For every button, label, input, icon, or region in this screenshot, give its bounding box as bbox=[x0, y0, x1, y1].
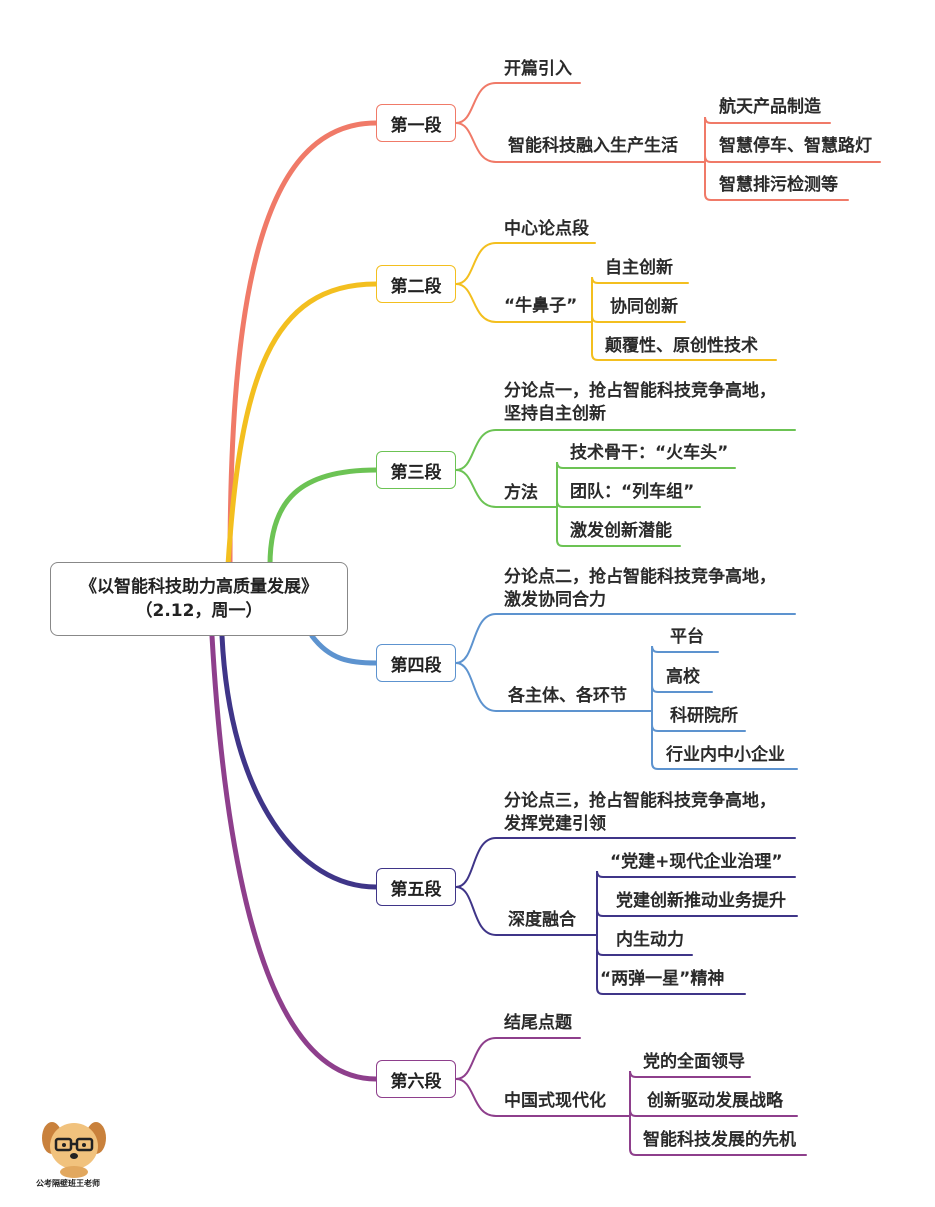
seg3-leaf-1 bbox=[556, 461, 736, 508]
segment-4-item-1b[interactable]: 激发协同合力 bbox=[504, 590, 606, 610]
seg2-branch-1 bbox=[455, 242, 596, 285]
segment-5-leaf-2[interactable]: 党建创新推动业务提升 bbox=[616, 891, 786, 911]
seg6-leaf-1 bbox=[629, 1070, 751, 1117]
seg1-branch-1 bbox=[455, 82, 581, 124]
seg3-leaf-2 bbox=[556, 500, 701, 508]
seg1-branch-2 bbox=[455, 122, 706, 163]
root-title: 《以智能科技助力高质量发展》 bbox=[80, 577, 318, 597]
seg4-leaf-4 bbox=[651, 710, 798, 770]
segment-2-node[interactable]: 第二段 bbox=[376, 265, 456, 303]
root-to-segment-2 bbox=[225, 281, 379, 568]
seg6-leaf-3 bbox=[629, 1115, 807, 1156]
segment-2-leaf-2[interactable]: 协同创新 bbox=[610, 297, 678, 317]
seg4-branch-1 bbox=[455, 613, 796, 664]
segment-4-leaf-2[interactable]: 高校 bbox=[666, 667, 700, 687]
segment-3-leaf-2[interactable]: 团队：“列车组” bbox=[570, 482, 695, 502]
seg2-branch-2 bbox=[455, 283, 593, 323]
seg3-branch-1 bbox=[455, 429, 796, 471]
segment-4-node[interactable]: 第四段 bbox=[376, 644, 456, 682]
segment-4-leaf-1[interactable]: 平台 bbox=[670, 627, 704, 647]
segment-4-item-1[interactable]: 分论点二，抢占智能科技竞争高地， bbox=[504, 567, 776, 587]
seg6-leaf-2 bbox=[629, 1109, 798, 1117]
segment-5-leaf-1[interactable]: “党建+现代企业治理” bbox=[610, 852, 783, 872]
seg3-branch-2 bbox=[455, 469, 558, 508]
segment-1-leaf-1[interactable]: 航天产品制造 bbox=[719, 97, 821, 117]
root-subtitle: （2.12，周一） bbox=[135, 601, 263, 621]
seg2-leaf-3 bbox=[591, 321, 777, 361]
seg6-branch-2 bbox=[455, 1078, 631, 1117]
seg2-leaf-2 bbox=[591, 315, 686, 323]
segment-1-leaf-2[interactable]: 智慧停车、智慧路灯 bbox=[719, 136, 872, 156]
segment-5-leaf-4[interactable]: “两弹一星”精神 bbox=[600, 969, 725, 989]
segment-4-leaf-4[interactable]: 行业内中小企业 bbox=[666, 745, 785, 765]
root-node[interactable]: 《以智能科技助力高质量发展》 （2.12，周一） bbox=[50, 562, 348, 636]
segment-5-leaf-3[interactable]: 内生动力 bbox=[616, 930, 684, 950]
seg1-leaf-2 bbox=[704, 155, 881, 163]
seg5-leaf-4 bbox=[596, 934, 746, 995]
segment-2-leaf-1[interactable]: 自主创新 bbox=[605, 258, 673, 278]
segment-3-node[interactable]: 第三段 bbox=[376, 451, 456, 489]
segment-2-item-1[interactable]: 中心论点段 bbox=[504, 219, 589, 239]
dog-mascot-logo bbox=[42, 1122, 106, 1178]
segment-5-item-1[interactable]: 分论点三，抢占智能科技竞争高地， bbox=[504, 791, 776, 811]
seg5-branch-1 bbox=[455, 837, 796, 888]
root-to-segment-4 bbox=[309, 633, 379, 666]
segment-6-item-2[interactable]: 中国式现代化 bbox=[504, 1091, 606, 1111]
seg3-leaf-3 bbox=[556, 506, 681, 547]
seg5-branch-2 bbox=[455, 886, 598, 936]
segment-3-item-2[interactable]: 方法 bbox=[504, 483, 538, 503]
seg4-branch-2 bbox=[455, 662, 653, 712]
segment-2-item-2[interactable]: “牛鼻子” bbox=[504, 296, 578, 316]
segment-3-leaf-3[interactable]: 激发创新潜能 bbox=[570, 521, 672, 541]
seg1-leaf-1 bbox=[704, 116, 831, 163]
seg5-leaf-2 bbox=[596, 909, 798, 936]
root-to-segment-6 bbox=[209, 633, 379, 1082]
seg1-leaf-3 bbox=[704, 161, 849, 201]
segment-6-item-1[interactable]: 结尾点题 bbox=[504, 1013, 572, 1033]
root-to-segment-1 bbox=[227, 120, 379, 568]
segment-5-item-1b[interactable]: 发挥党建引领 bbox=[504, 814, 606, 834]
segment-3-leaf-1[interactable]: 技术骨干：“火车头” bbox=[570, 443, 729, 463]
segment-6-leaf-3[interactable]: 智能科技发展的先机 bbox=[643, 1130, 796, 1150]
segment-1-item-1[interactable]: 开篇引入 bbox=[504, 59, 572, 79]
segment-2-leaf-3[interactable]: 颠覆性、原创性技术 bbox=[605, 336, 758, 356]
segment-1-node[interactable]: 第一段 bbox=[376, 104, 456, 142]
segment-4-item-2[interactable]: 各主体、各环节 bbox=[508, 686, 627, 706]
seg4-leaf-2 bbox=[651, 685, 713, 712]
root-to-segment-5 bbox=[219, 633, 379, 890]
segment-5-item-2[interactable]: 深度融合 bbox=[508, 910, 576, 930]
logo-caption: 公考隔壁班王老师 bbox=[36, 1179, 100, 1188]
segment-4-leaf-3[interactable]: 科研院所 bbox=[670, 706, 738, 726]
segment-5-node[interactable]: 第五段 bbox=[376, 868, 456, 906]
segment-1-leaf-3[interactable]: 智慧排污检测等 bbox=[719, 175, 838, 195]
segment-6-node[interactable]: 第六段 bbox=[376, 1060, 456, 1098]
segment-3-item-1b[interactable]: 坚持自主创新 bbox=[504, 404, 606, 424]
segment-1-item-2[interactable]: 智能科技融入生产生活 bbox=[508, 136, 678, 156]
segment-3-item-1[interactable]: 分论点一，抢占智能科技竞争高地， bbox=[504, 381, 776, 401]
seg4-leaf-1 bbox=[651, 645, 719, 712]
segment-6-leaf-1[interactable]: 党的全面领导 bbox=[643, 1052, 745, 1072]
segment-6-leaf-2[interactable]: 创新驱动发展战略 bbox=[647, 1091, 783, 1111]
root-to-segment-3 bbox=[267, 467, 379, 568]
seg2-leaf-1 bbox=[591, 276, 689, 323]
seg6-branch-1 bbox=[455, 1037, 581, 1080]
seg5-leaf-1 bbox=[596, 870, 796, 936]
